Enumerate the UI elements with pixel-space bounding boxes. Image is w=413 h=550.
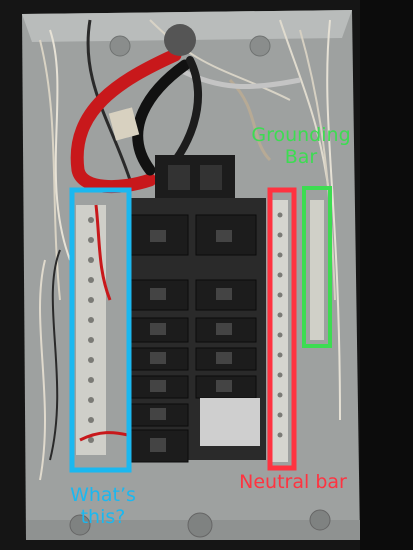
main-breaker [155,155,235,200]
grounding-terminal-bar [310,200,324,340]
cable-connector [164,24,196,56]
whats-this-label: What’s this? [70,484,136,528]
left-bar-screws [88,217,94,443]
cable-label [108,107,140,141]
neutral-bar-label: Neutral bar [239,471,347,493]
whats-this-box [69,187,132,473]
neutral-bar-screws [277,212,283,438]
left-terminal-bar [76,205,106,455]
grounding-bar-box [302,186,332,348]
neutral-terminal-bar [272,200,288,462]
grounding-bar-label: Grounding Bar [251,124,351,168]
neutral-bar-box [267,187,297,471]
blank-slot [200,398,260,446]
breaker-toggles [150,230,232,452]
